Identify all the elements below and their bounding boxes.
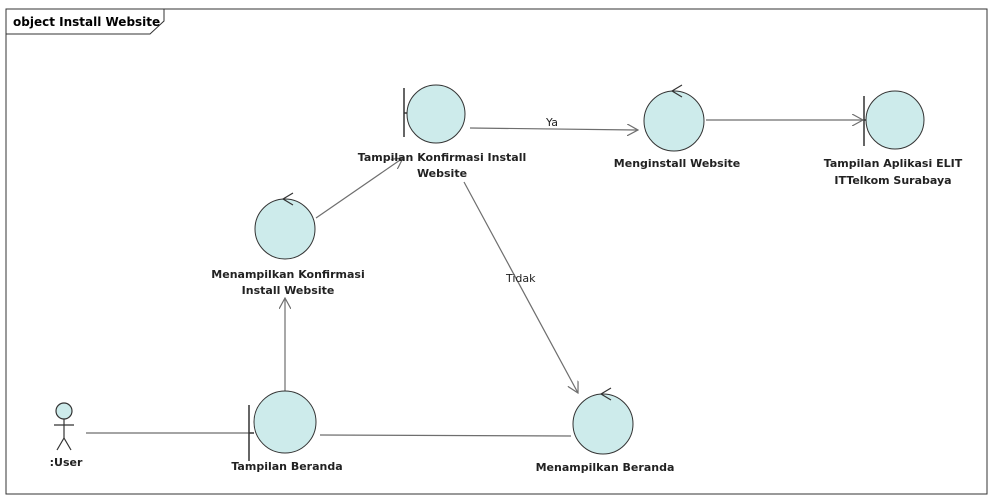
frame-title-tab bbox=[5, 8, 165, 35]
edge-ya bbox=[469, 128, 638, 130]
edge-label-ya: Ya bbox=[545, 116, 558, 129]
edge-beranda-to-menampilkan-beranda bbox=[319, 434, 572, 437]
label-menampilkan-konfirmasi-1: Menampilkan Konfirmasi bbox=[211, 268, 364, 281]
label-tampilan-beranda: Tampilan Beranda bbox=[231, 460, 342, 473]
boundary-tampilan-aplikasi bbox=[863, 90, 925, 150]
label-tampilan-aplikasi-2: ITTelkom Surabaya bbox=[834, 174, 951, 187]
edge-label-tidak: Tidak bbox=[505, 272, 536, 285]
control-menampilkan-beranda bbox=[572, 387, 634, 455]
edge-tidak bbox=[463, 181, 578, 393]
actor-label: :User bbox=[50, 456, 83, 469]
frame-title: object Install Website bbox=[13, 15, 160, 29]
edge-konfirmasi-to-tampilan-konfirmasi bbox=[315, 158, 403, 219]
label-tampilan-konfirmasi-2: Website bbox=[417, 167, 467, 180]
diagram-frame bbox=[5, 8, 988, 495]
label-tampilan-aplikasi-1: Tampilan Aplikasi ELIT bbox=[824, 157, 963, 170]
boundary-tampilan-konfirmasi bbox=[403, 84, 466, 144]
label-menginstall-website: Menginstall Website bbox=[614, 157, 740, 170]
label-menampilkan-konfirmasi-2: Install Website bbox=[242, 284, 335, 297]
control-menginstall-website bbox=[643, 84, 705, 152]
label-menampilkan-beranda: Menampilkan Beranda bbox=[536, 461, 675, 474]
boundary-tampilan-beranda bbox=[248, 390, 317, 461]
user-actor-icon bbox=[54, 402, 74, 451]
label-tampilan-konfirmasi-1: Tampilan Konfirmasi Install bbox=[358, 151, 527, 164]
control-menampilkan-konfirmasi bbox=[254, 192, 316, 260]
